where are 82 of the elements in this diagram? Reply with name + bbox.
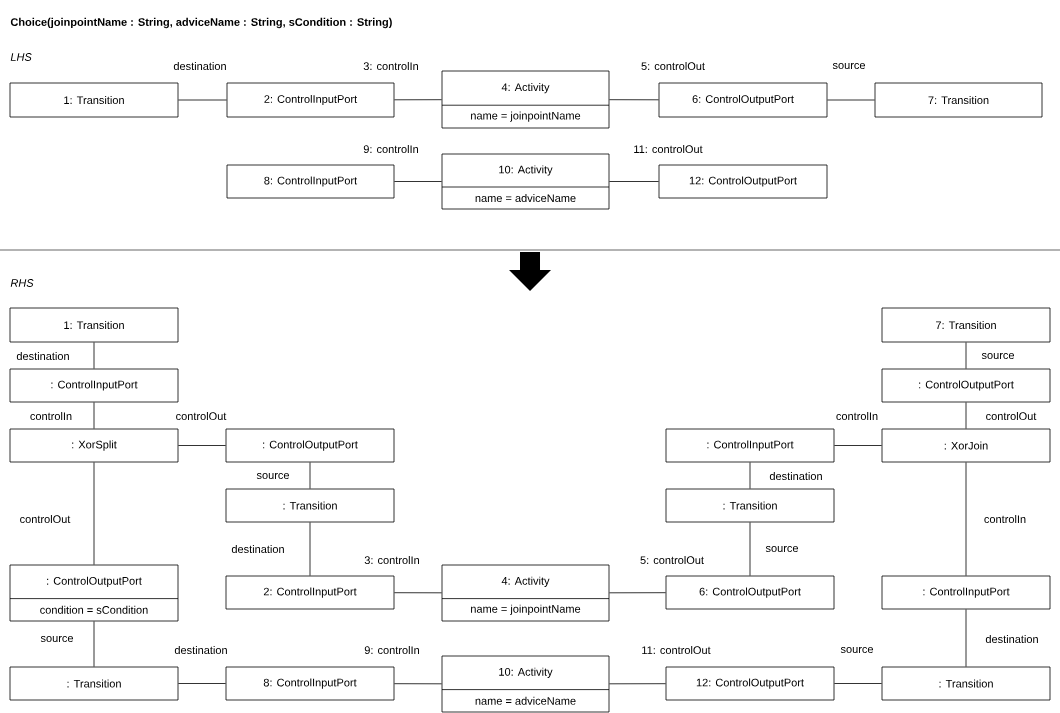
connector — [178, 99, 227, 101]
class-box: : ControlInputPort — [665, 428, 835, 463]
connector — [93, 402, 95, 429]
role-label: 5: controlOut — [639, 554, 705, 566]
class-box: : Transition — [9, 666, 179, 701]
connector — [965, 402, 967, 429]
connector — [749, 522, 751, 576]
connector — [93, 621, 95, 667]
role-label: 11: controlOut — [640, 644, 712, 656]
class-box: : Transition — [881, 666, 1051, 701]
class-box: 6: ControlOutputPort — [658, 82, 828, 118]
role-label: controlIn — [982, 513, 1028, 525]
section-label: LHS — [10, 53, 32, 61]
connector — [749, 462, 751, 489]
class-box: 7: Transition — [881, 307, 1051, 343]
role-label: destination — [984, 633, 1040, 645]
role-label: controlOut — [984, 410, 1038, 422]
role-label: source — [764, 545, 800, 553]
class-box: : Transition — [225, 488, 395, 523]
role-label: destination — [173, 644, 229, 656]
class-box: 1: Transition — [9, 82, 179, 118]
class-box: 1: Transition — [9, 307, 179, 343]
class-box: 12: ControlOutputPort — [665, 666, 835, 701]
connector — [834, 683, 882, 684]
role-label: source — [255, 472, 291, 480]
role-label: 3: controlIn — [362, 60, 420, 72]
object-box: 10: Activity name = adviceName — [441, 655, 610, 713]
role-label: controlIn — [834, 410, 880, 422]
object-box: 10: Activity name = adviceName — [441, 153, 610, 210]
class-box: 7: Transition — [874, 82, 1043, 118]
class-box: 6: ControlOutputPort — [665, 575, 835, 610]
role-label: 9: controlIn — [362, 143, 420, 155]
class-box: 12: ControlOutputPort — [658, 164, 828, 199]
connector — [609, 99, 659, 101]
role-label: controlIn — [28, 410, 74, 422]
class-box: : ControlInputPort — [9, 368, 179, 403]
class-box: : XorSplit — [9, 428, 179, 463]
role-label: source — [839, 646, 875, 654]
role-label: 11: controlOut — [632, 143, 704, 155]
section-label: RHS — [10, 279, 34, 287]
role-label: controlOut — [174, 410, 228, 422]
class-box: : Transition — [665, 488, 835, 523]
role-label: source — [39, 635, 75, 643]
class-box: 2: ControlInputPort — [226, 82, 395, 118]
class-box: : ControlOutputPort — [881, 368, 1051, 403]
connector — [827, 99, 875, 101]
connector — [309, 522, 311, 576]
role-label: controlOut — [18, 513, 72, 525]
role-label: 9: controlIn — [363, 644, 421, 656]
connector — [394, 592, 442, 594]
connector — [394, 181, 442, 182]
connector — [178, 445, 226, 446]
connector — [309, 462, 311, 489]
class-box: : XorJoin — [881, 428, 1051, 463]
connector — [965, 342, 967, 369]
role-label: source — [980, 352, 1016, 360]
object-box: 4: Activity name = joinpointName — [441, 564, 610, 622]
role-label: 5: controlOut — [640, 60, 706, 72]
connector — [609, 592, 666, 594]
connector — [965, 609, 967, 667]
role-label: destination — [768, 470, 824, 482]
class-box: : ControlOutputPort — [225, 428, 395, 463]
object-box: 4: Activity name = joinpointName — [441, 70, 610, 129]
role-label: destination — [172, 60, 228, 72]
connector — [965, 462, 967, 576]
role-label: 3: controlIn — [363, 554, 421, 566]
connector — [394, 99, 442, 101]
connector — [93, 462, 95, 565]
title: Choice(joinpointName : String, adviceName : String, sCondition : String) — [10, 17, 392, 29]
connector — [178, 683, 226, 684]
class-box: 8: ControlInputPort — [225, 666, 395, 701]
role-label: source — [831, 62, 867, 70]
connector — [609, 181, 659, 182]
connector — [394, 683, 442, 685]
connector — [609, 683, 666, 685]
connector — [93, 342, 95, 369]
class-box: 2: ControlInputPort — [225, 575, 395, 610]
class-box: : ControlInputPort — [881, 575, 1051, 610]
connector — [834, 445, 882, 446]
class-box: 8: ControlInputPort — [226, 164, 395, 199]
role-label: destination — [230, 543, 286, 555]
role-label: destination — [15, 350, 71, 362]
